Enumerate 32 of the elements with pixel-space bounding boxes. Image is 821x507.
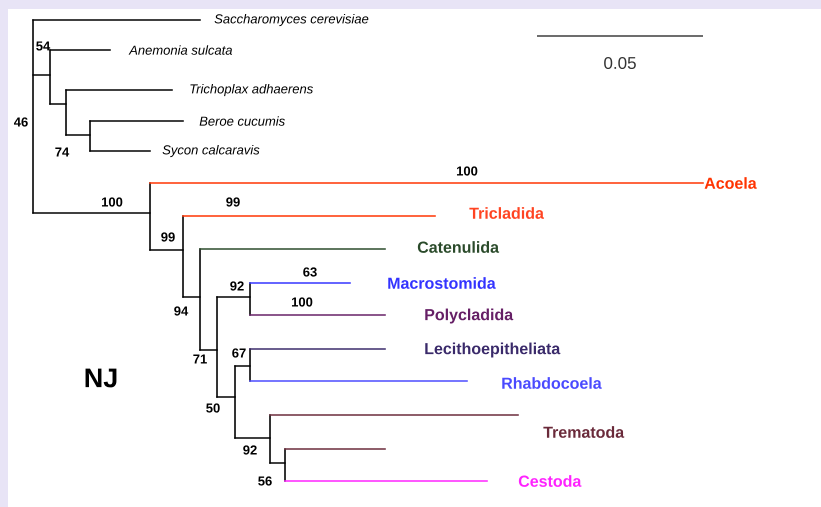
bootstrap-value: 56 bbox=[258, 476, 272, 486]
bootstrap-value: 100 bbox=[102, 197, 122, 207]
clade-label: Macrostomida bbox=[388, 277, 496, 289]
clade-label: Catenulida bbox=[418, 241, 500, 253]
bootstrap-value: 54 bbox=[36, 41, 50, 51]
clade-label: Polycladida bbox=[425, 308, 514, 324]
bootstrap-value: 67 bbox=[232, 348, 246, 358]
taxon-label: Anemonia sulcata bbox=[128, 45, 232, 55]
clade-label: Lecithoepitheliata bbox=[425, 342, 560, 358]
scale-label: 0.05 bbox=[604, 56, 636, 70]
bootstrap-value: 71 bbox=[193, 354, 207, 364]
bootstrap-value: 99 bbox=[226, 197, 240, 207]
bootstrap-value: 100 bbox=[456, 166, 478, 176]
clade-label: Trematoda bbox=[543, 426, 624, 438]
taxon-label: Beroe cucumis bbox=[200, 116, 285, 126]
bootstrap-value: 63 bbox=[303, 267, 317, 277]
bootstrap-value: 100 bbox=[292, 297, 312, 307]
clade-label: Tricladida bbox=[469, 207, 544, 219]
bootstrap-value: 50 bbox=[206, 403, 220, 413]
taxon-label: Saccharomyces cerevisiae bbox=[214, 14, 368, 26]
clade-label: Cestoda bbox=[518, 475, 582, 487]
bootstrap-value: 99 bbox=[161, 232, 175, 242]
clade-label: Acoela bbox=[704, 177, 757, 189]
taxon-label: Sycon calcaravis bbox=[162, 144, 260, 158]
bootstrap-value: 92 bbox=[243, 445, 257, 455]
bootstrap-value: 94 bbox=[174, 306, 188, 316]
taxon-label: Trichoplax adhaerens bbox=[190, 84, 313, 96]
bootstrap-value: 74 bbox=[55, 148, 70, 156]
bootstrap-value: 92 bbox=[230, 281, 244, 291]
bootstrap-value: 46 bbox=[14, 117, 28, 127]
method-label: NJ bbox=[86, 368, 116, 388]
clade-label: Rhabdocoela bbox=[502, 377, 602, 389]
